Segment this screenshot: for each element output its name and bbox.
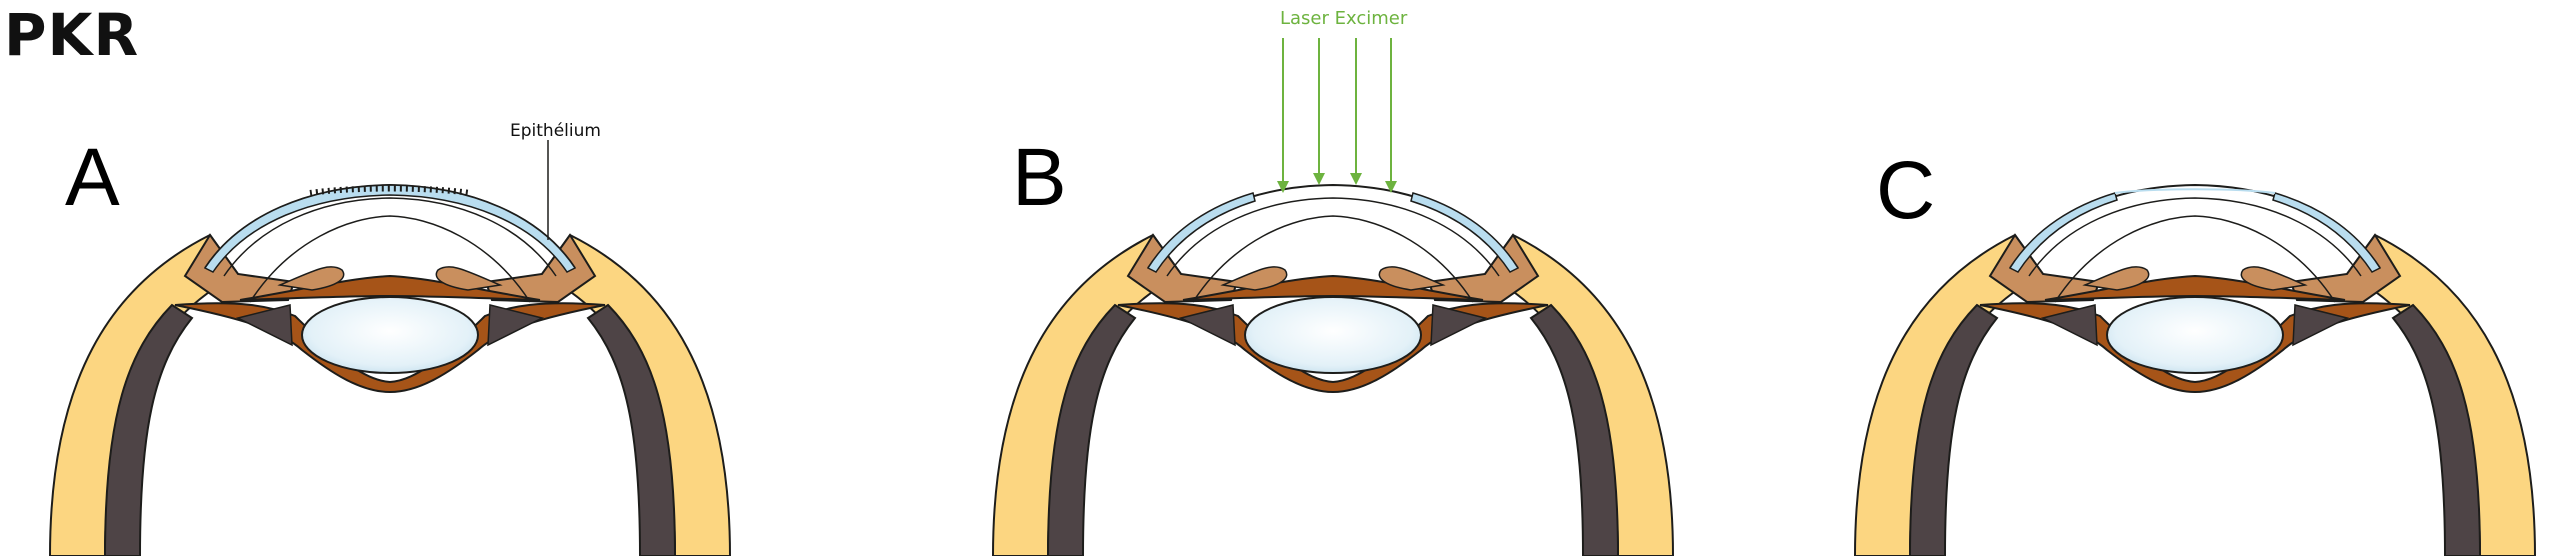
laser-excimer-label: Laser Excimer [1280, 8, 1408, 29]
laser-beams [1277, 38, 1397, 193]
epithelium-left-regrowth [2008, 192, 2118, 273]
panel-letter-b: B [1012, 132, 1067, 223]
epithelium-left-remnant [1146, 192, 1256, 273]
epithelium-label: Epithélium [510, 121, 601, 141]
panel-letter-c: C [1876, 145, 1935, 236]
epithelium-thin-center [2114, 188, 2276, 194]
eye-panel-a [49, 184, 731, 556]
panel-letter-a: A [65, 132, 120, 223]
epithelium-right-regrowth [2272, 192, 2382, 273]
epithelium-cells [309, 185, 471, 196]
epithelium-right-remnant [1410, 192, 1520, 273]
eye-panel-c [1854, 184, 2536, 556]
eye-panel-b [992, 184, 1674, 556]
page-title: PKR [4, 1, 140, 69]
